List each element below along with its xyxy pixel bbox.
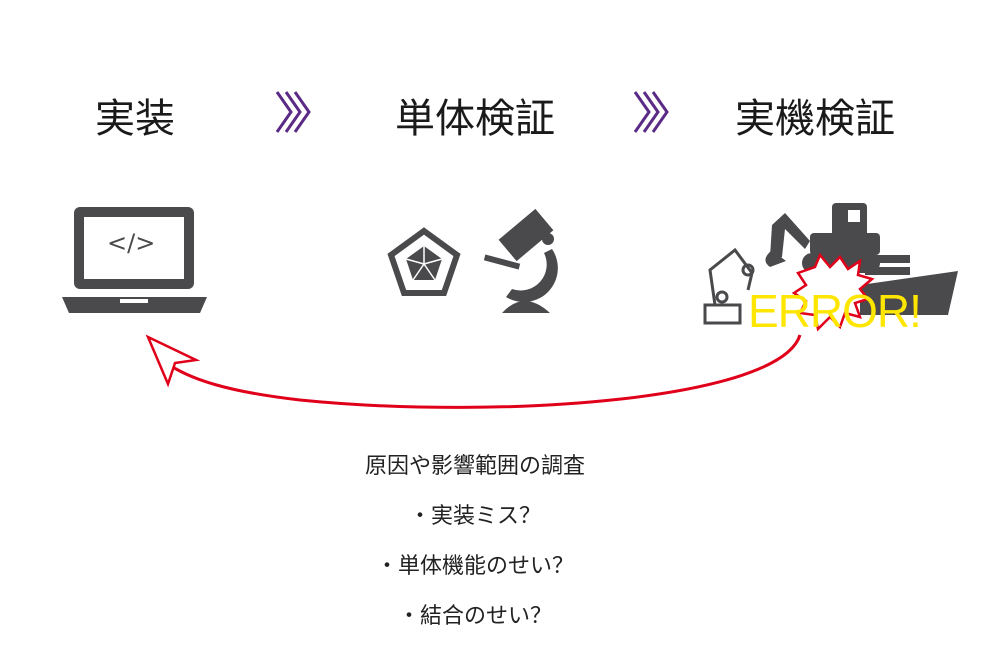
investigation-heading: 原因や影響範囲の調査 <box>364 454 586 479</box>
note-item: ・実装ミス？ <box>408 504 542 529</box>
step-unit-test-label: 単体検証 <box>395 96 555 142</box>
chevron-right-icon <box>275 91 311 133</box>
step-implement-label: 実装 <box>95 96 175 142</box>
microscope-icon <box>483 208 558 313</box>
note-item: ・単体機能のせい？ <box>375 554 575 579</box>
code-tag-text: </> <box>107 229 156 257</box>
note-item: ・結合のせい？ <box>397 604 553 629</box>
error-label: ERROR! <box>748 285 922 337</box>
machines-icon <box>703 203 958 332</box>
radar-chart-icon <box>387 227 461 296</box>
laptop-code-icon <box>62 207 207 313</box>
step-device-test-label: 実機検証 <box>735 96 895 142</box>
chevron-right-icon <box>633 91 669 133</box>
